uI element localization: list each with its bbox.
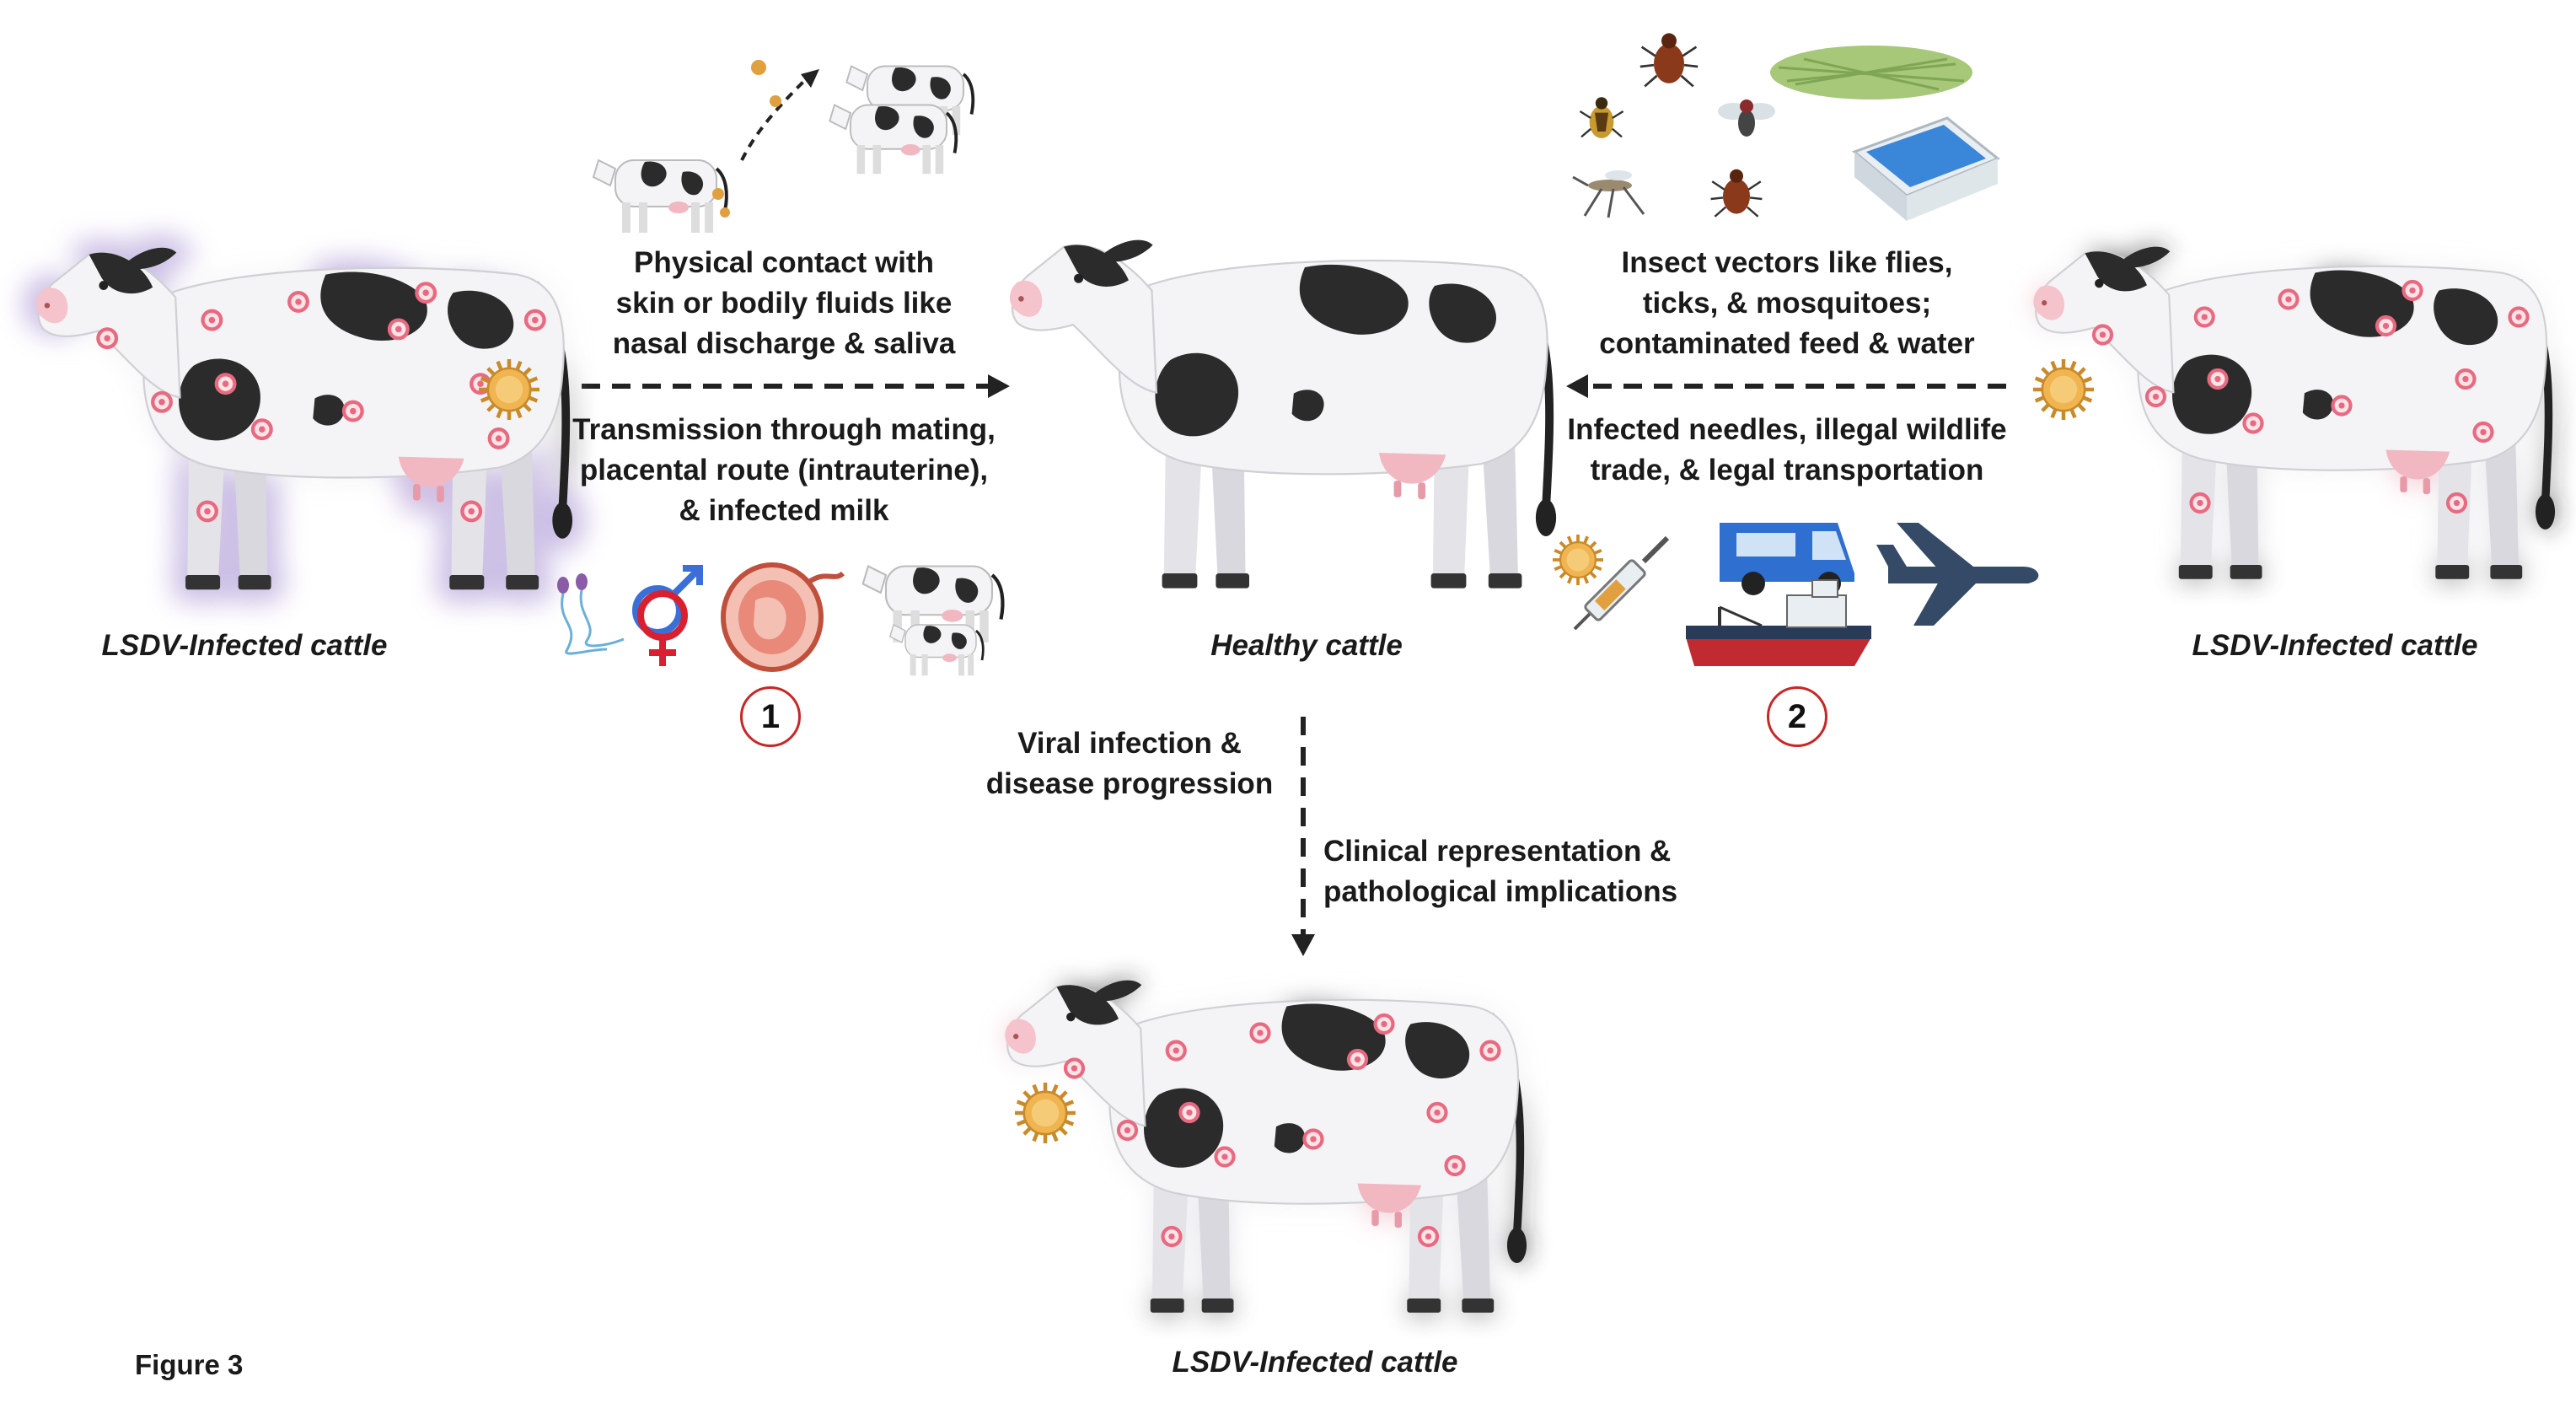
route-1-lower-text: Transmission through mating, placental r…	[523, 410, 1045, 531]
text-line: disease progression	[985, 767, 1274, 800]
infected-cow-left	[36, 248, 572, 589]
text-line: pathological implications	[1323, 875, 1678, 908]
mosquito-icon	[1572, 170, 1645, 218]
text-line: ticks, & mosquitoes;	[1642, 287, 1932, 320]
route-1-marker: 1	[740, 686, 801, 747]
airplane-icon	[1876, 523, 2039, 626]
syringe-icon	[1573, 535, 1670, 631]
healthy-cow	[1010, 240, 1556, 589]
contact-cows-illustration	[592, 60, 975, 234]
route-2-lower-text: Infected needles, illegal wildlife trade…	[1517, 410, 2057, 491]
text-line: Physical contact with	[634, 246, 934, 279]
route-2-marker: 2	[1767, 686, 1827, 747]
sperm-icon	[557, 573, 625, 655]
ship-icon	[1686, 579, 1871, 666]
progression-right-text: Clinical representation & pathological i…	[1323, 831, 1703, 912]
caption-infected-bottom: LSDV-Infected cattle	[1172, 1346, 1458, 1379]
gender-symbol-icon	[632, 565, 703, 666]
infected-cow-right	[2033, 247, 2555, 579]
text-line: placental route (intrauterine),	[579, 454, 989, 487]
arrowhead-down	[1291, 934, 1315, 956]
text-line: Transmission through mating,	[572, 413, 996, 446]
infected-cow-bottom	[1005, 981, 1527, 1313]
text-line: contaminated feed & water	[1599, 327, 1975, 360]
caption-infected-left: LSDV-Infected cattle	[101, 629, 388, 662]
text-line: Infected needles, illegal wildlife	[1567, 413, 2007, 446]
caption-healthy: Healthy cattle	[1210, 629, 1403, 662]
figure-label: Figure 3	[135, 1349, 244, 1380]
tick-icon	[1639, 32, 1699, 88]
text-line: Clinical representation &	[1323, 835, 1672, 868]
cow-calf-icon	[863, 567, 1003, 677]
caption-infected-right: LSDV-Infected cattle	[2192, 629, 2478, 662]
text-line: trade, & legal transportation	[1590, 454, 1984, 487]
route-1-upper-text: Physical contact with skin or bodily flu…	[523, 243, 1045, 364]
virus-icon	[1015, 1083, 1076, 1143]
fetus-uterus-icon	[721, 562, 845, 672]
beetle-icon	[1579, 97, 1624, 138]
progression-left-text: Viral infection & disease progression	[969, 723, 1290, 804]
virus-icon	[1551, 533, 1605, 587]
text-line: Insect vectors like flies,	[1621, 246, 1953, 279]
fly-icon	[1718, 99, 1775, 137]
hay-icon	[1770, 46, 1972, 99]
water-trough-icon	[1852, 116, 2000, 221]
route-2-upper-text: Insect vectors like flies, ticks, & mosq…	[1534, 243, 2040, 364]
text-line: & infected milk	[679, 494, 889, 527]
text-line: nasal discharge & saliva	[612, 327, 956, 360]
arrowhead-right	[1566, 374, 1588, 398]
tick-icon	[1709, 168, 1763, 218]
arrowhead-left	[988, 374, 1010, 398]
text-line: Viral infection &	[1017, 727, 1242, 760]
text-line: skin or bodily fluids like	[615, 287, 953, 320]
